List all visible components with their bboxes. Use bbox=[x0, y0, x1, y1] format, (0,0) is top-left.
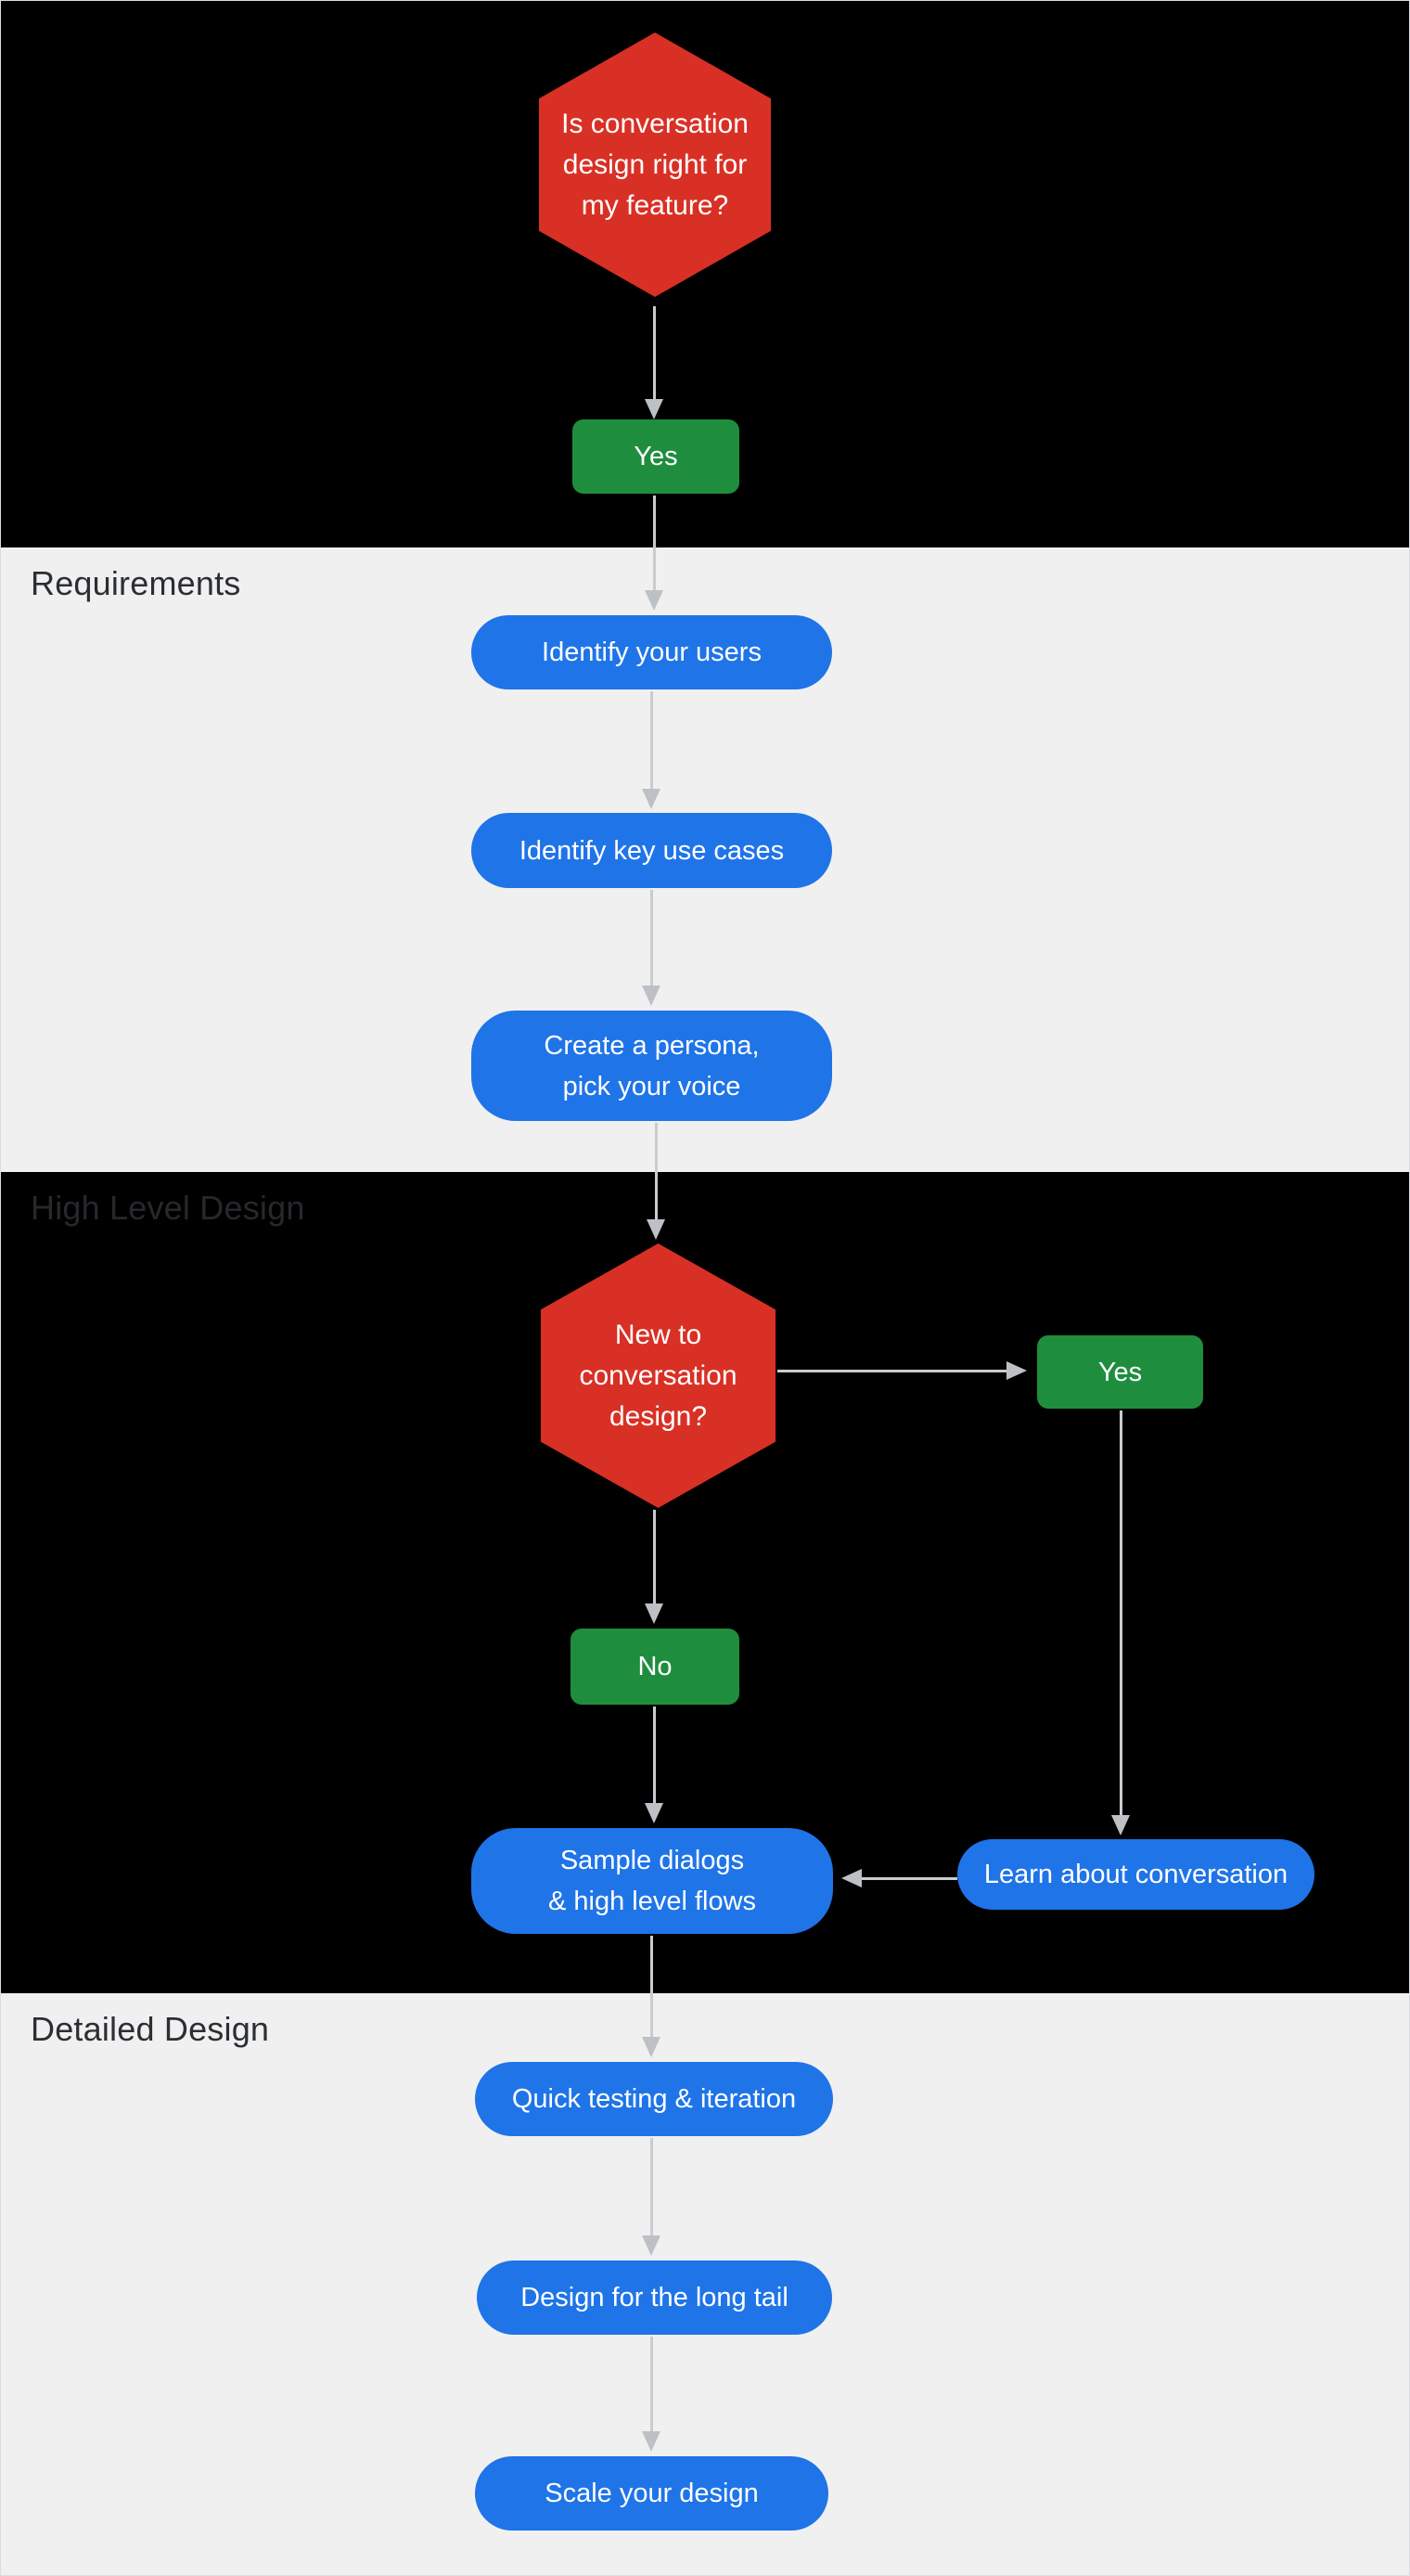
arrow-persona-to-decision2 bbox=[647, 1123, 665, 1240]
step-identify-your-users[interactable]: Identify your users bbox=[471, 615, 832, 689]
decision-text-line: New to bbox=[614, 1319, 702, 1350]
arrow-quick-testing-to-long-tail bbox=[642, 2138, 660, 2256]
answer-no-button[interactable]: No bbox=[570, 1629, 739, 1705]
step-learn-about-conversation[interactable]: Learn about conversation bbox=[957, 1839, 1314, 1910]
arrow-yes-to-learn bbox=[1111, 1410, 1130, 1835]
arrow-sample-dialogs-to-quick-testing bbox=[642, 1936, 660, 2057]
section-label-high-level-design: High Level Design bbox=[31, 1189, 305, 1227]
arrow-yes-to-identify-users bbox=[645, 496, 663, 611]
answer-yes-button-2[interactable]: Yes bbox=[1037, 1335, 1203, 1409]
decision-text-line: Is conversation bbox=[561, 108, 749, 139]
arrow-use-cases-to-persona bbox=[642, 890, 660, 1006]
step-text-line: pick your voice bbox=[562, 1071, 741, 1101]
step-text-line: Sample dialogs bbox=[559, 1846, 745, 1875]
step-quick-testing-iteration[interactable]: Quick testing & iteration bbox=[475, 2062, 833, 2136]
answer-yes-button[interactable]: Yes bbox=[572, 419, 739, 494]
decision-is-conversation-design-right: Is conversation design right for my feat… bbox=[539, 32, 771, 297]
decision-new-to-conversation-design: New to conversation design? bbox=[541, 1243, 776, 1508]
decision-text-line: my feature? bbox=[581, 189, 729, 221]
section-label-requirements: Requirements bbox=[31, 564, 241, 602]
arrow-long-tail-to-scale bbox=[642, 2337, 660, 2452]
step-sample-dialogs-high-level-flows[interactable]: Sample dialogs & high level flows bbox=[471, 1828, 833, 1934]
step-design-for-long-tail[interactable]: Design for the long tail bbox=[477, 2260, 832, 2335]
arrow-decision2-to-no bbox=[645, 1510, 663, 1624]
arrow-decision1-to-yes bbox=[645, 306, 663, 419]
decision-text-line: design? bbox=[609, 1400, 708, 1432]
step-create-persona-pick-voice[interactable]: Create a persona, pick your voice bbox=[471, 1011, 832, 1121]
arrow-learn-to-sample-dialogs bbox=[841, 1869, 957, 1887]
decision-text-line: design right for bbox=[562, 148, 748, 180]
decision-text-line: conversation bbox=[579, 1359, 737, 1391]
arrow-no-to-sample-dialogs bbox=[645, 1707, 663, 1823]
step-text-line: Create a persona, bbox=[544, 1030, 760, 1061]
step-identify-key-use-cases[interactable]: Identify key use cases bbox=[471, 813, 832, 888]
step-text-line: & high level flows bbox=[547, 1887, 757, 1916]
arrow-identify-users-to-use-cases bbox=[642, 691, 660, 809]
arrow-decision2-to-yes bbox=[777, 1361, 1027, 1380]
section-label-detailed-design: Detailed Design bbox=[31, 2010, 270, 2048]
step-scale-your-design[interactable]: Scale your design bbox=[475, 2456, 828, 2531]
